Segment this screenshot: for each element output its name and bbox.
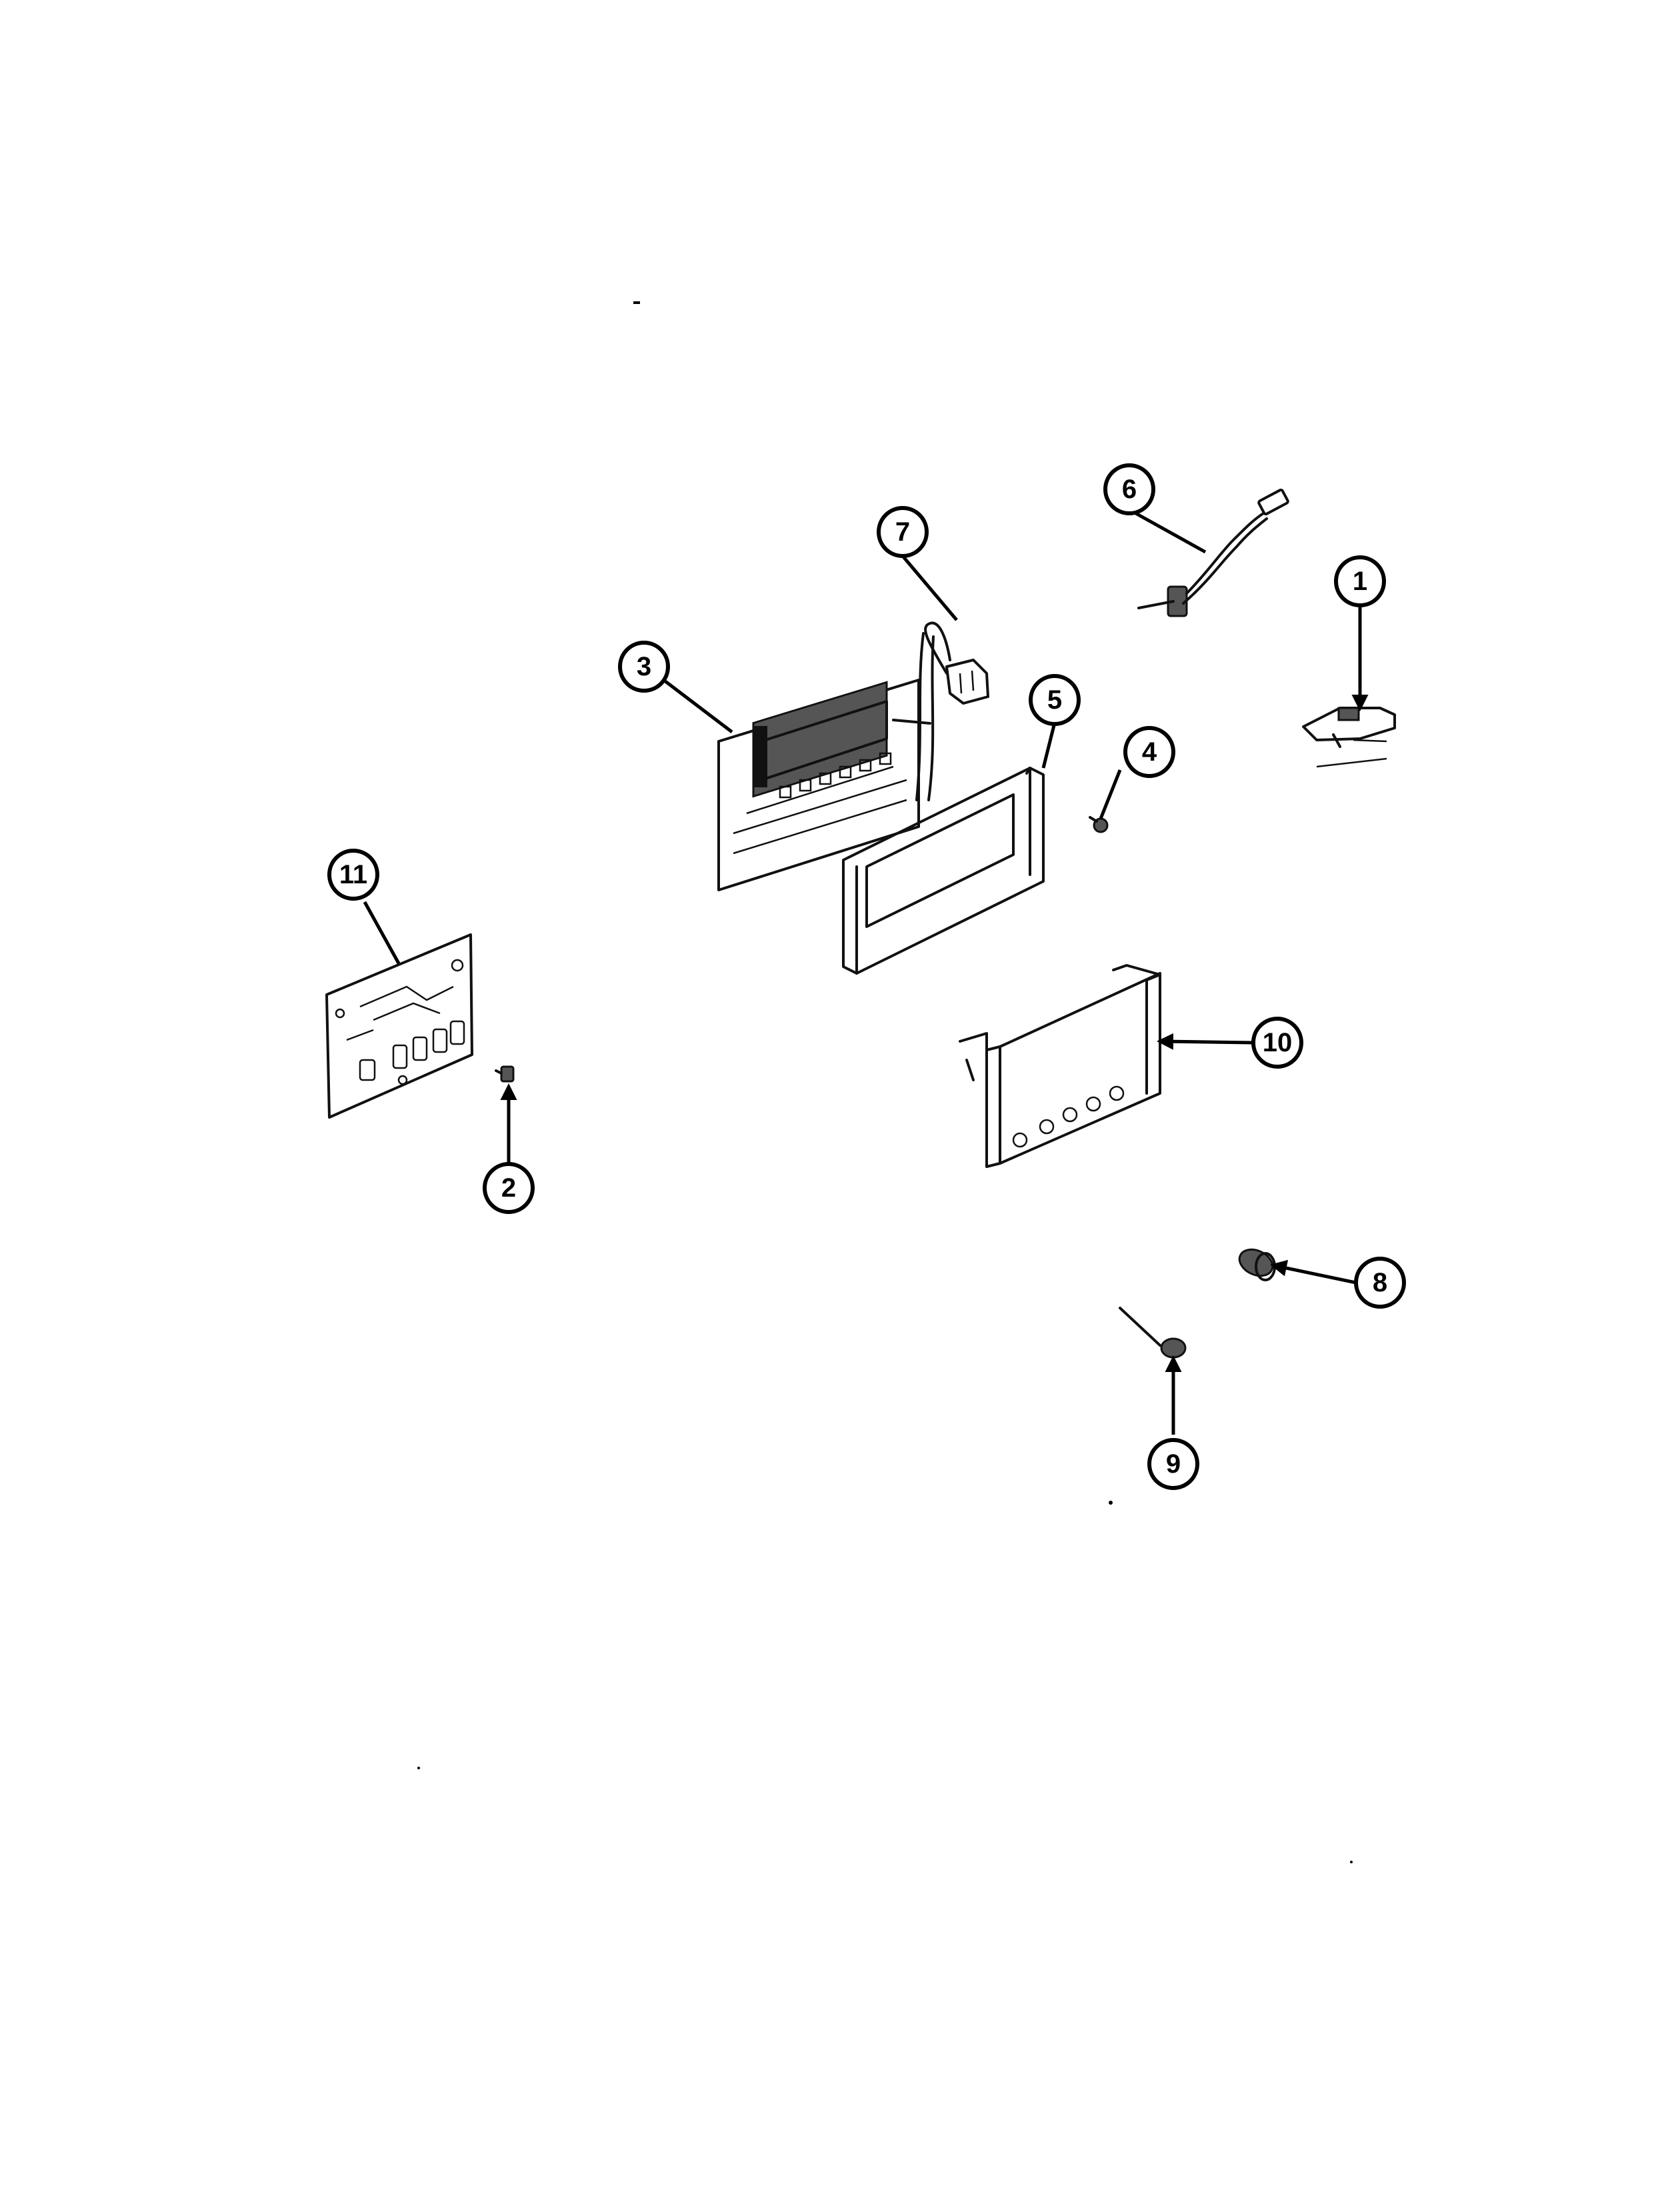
callout-1-label: 1 — [1353, 567, 1367, 596]
scan-specks — [417, 301, 1353, 1863]
part-4-screw — [1089, 816, 1109, 833]
part-2-screw — [495, 1065, 515, 1083]
callout-3-label: 3 — [637, 652, 651, 681]
part-3-display-board — [717, 679, 931, 891]
callout-9: 9 — [1147, 1438, 1199, 1490]
part-7-wire-connector — [915, 621, 989, 801]
part-9-shaft-knob — [1119, 1307, 1187, 1359]
callout-10-label: 10 — [1263, 1028, 1293, 1057]
part-1-clip — [1302, 707, 1396, 768]
callout-11: 11 — [327, 849, 379, 901]
part-5-mounting-frame — [842, 767, 1045, 975]
callout-3: 3 — [618, 641, 670, 693]
callout-4: 4 — [1123, 726, 1175, 778]
callout-5-label: 5 — [1047, 685, 1062, 715]
callout-11-label: 11 — [339, 860, 367, 889]
callout-9-label: 9 — [1166, 1449, 1181, 1479]
callout-8-label: 8 — [1373, 1268, 1387, 1297]
part-11-circuit-board — [325, 933, 473, 1119]
callout-7-label: 7 — [895, 517, 910, 547]
part-10-bracket — [959, 964, 1161, 1168]
leader-lines — [363, 510, 1369, 1435]
callout-5: 5 — [1029, 674, 1081, 726]
part-6-sensor-harness — [1137, 488, 1289, 617]
callout-6-label: 6 — [1122, 475, 1137, 504]
callout-6: 6 — [1103, 463, 1155, 515]
callout-2-label: 2 — [501, 1173, 516, 1203]
callout-2: 2 — [483, 1162, 535, 1214]
callout-8: 8 — [1354, 1257, 1406, 1309]
callout-10: 10 — [1251, 1017, 1303, 1069]
part-8-knob — [1238, 1248, 1276, 1281]
callout-4-label: 4 — [1142, 737, 1157, 767]
callout-7: 7 — [877, 506, 929, 558]
callout-1: 1 — [1334, 555, 1386, 607]
